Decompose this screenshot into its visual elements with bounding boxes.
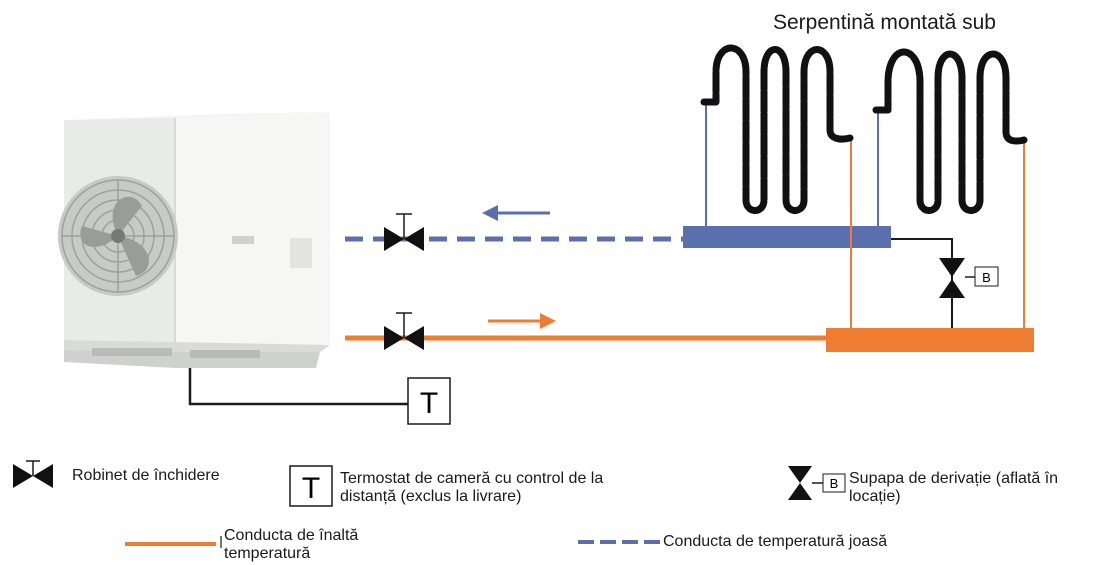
supply-manifold [826, 328, 1034, 352]
legend-bypass-symbol: B [830, 476, 839, 491]
diagram-title: Serpentină montată sub [773, 11, 996, 34]
bypass-valve-icon: B [939, 258, 999, 298]
legend-shutoff-valve-icon [13, 460, 53, 488]
legend-thermostat-symbol: T [302, 472, 320, 505]
return-shutoff-valve-icon [384, 213, 424, 251]
legend-bypass-valve-icon: B [788, 466, 846, 500]
coil-risers [705, 102, 1025, 330]
legend-shutoff-valve-label: Robinet de închidere [72, 467, 220, 484]
legend-high-temp-pipe-label: Conducta de înaltă temperatură [224, 527, 359, 562]
bypass-branch-pipe [891, 238, 953, 328]
thermostat-icon: T [407, 377, 451, 425]
return-manifold [683, 226, 891, 248]
thermostat-symbol: T [420, 387, 438, 420]
heat-pump-unit-icon [58, 112, 330, 368]
legend-high-temp-pipe-icon [125, 536, 222, 548]
underfloor-coil-right-icon [872, 48, 1028, 214]
supply-shutoff-valve-icon [384, 312, 424, 350]
bypass-valve-label: B [982, 270, 991, 285]
legend-thermostat-label: Termostat de cameră cu control de la dis… [340, 470, 604, 505]
supply-flow-arrow-icon [488, 313, 556, 329]
legend-low-temp-pipe-label: Conducta de temperatură joasă [663, 533, 888, 550]
return-flow-arrow-icon [482, 205, 550, 221]
thermostat-wire [188, 368, 408, 406]
legend-thermostat-icon: T [289, 465, 333, 507]
legend-bypass-valve-label: Supapa de derivație (aflată în locație) [849, 470, 1059, 505]
underfloor-coil-left-icon [700, 44, 854, 214]
